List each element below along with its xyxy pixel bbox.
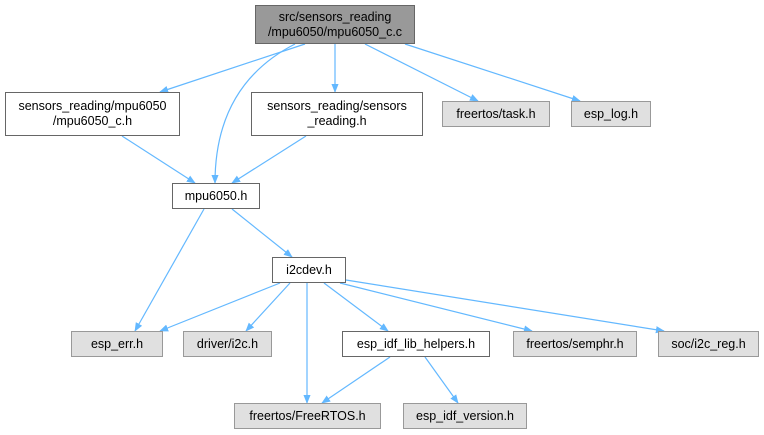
- edge-root-to-esp_log_h: [404, 43, 581, 102]
- node-esp-err-h[interactable]: esp_err.h: [71, 331, 163, 357]
- edge-esp_idf_lib_helpers_h-to-esp_idf_version_h: [424, 356, 459, 404]
- node-esp-idf-lib-helpers-h[interactable]: esp_idf_lib_helpers.h: [342, 331, 490, 357]
- edge-i2cdev_h-to-driver_i2c_h: [245, 282, 291, 332]
- edge-esp_idf_lib_helpers_h-to-freertos_freertos_h: [321, 356, 391, 404]
- node-freertos-semphr-h[interactable]: freertos/semphr.h: [513, 331, 637, 357]
- node-mpu6050-h[interactable]: mpu6050.h: [172, 183, 260, 209]
- edge-mpu6050_h-to-esp_err_h: [134, 208, 205, 332]
- edge-mpu6050_h-to-i2cdev_h: [231, 208, 293, 258]
- node-mpu6050-c-h[interactable]: sensors_reading/mpu6050 /mpu6050_c.h: [5, 92, 180, 136]
- node-freertos-freertos-h[interactable]: freertos/FreeRTOS.h: [234, 403, 381, 429]
- node-soc-i2c-reg-h[interactable]: soc/i2c_reg.h: [658, 331, 759, 357]
- edge-root-to-freertos_task_h: [364, 43, 479, 102]
- node-root-file[interactable]: src/sensors_reading /mpu6050/mpu6050_c.c: [255, 5, 415, 44]
- edge-i2cdev_h-to-esp_err_h: [159, 282, 281, 332]
- node-driver-i2c-h[interactable]: driver/i2c.h: [183, 331, 272, 357]
- edge-root-to-mpu6050_h: [211, 43, 296, 184]
- edge-sensors_reading_h-to-mpu6050_h: [231, 135, 307, 184]
- node-freertos-task-h[interactable]: freertos/task.h: [442, 101, 550, 127]
- edge-i2cdev_h-to-freertos_semphr_h: [339, 282, 533, 333]
- node-sensors-reading-h[interactable]: sensors_reading/sensors _reading.h: [251, 92, 423, 136]
- node-esp-log-h[interactable]: esp_log.h: [571, 101, 651, 127]
- node-i2cdev-h[interactable]: i2cdev.h: [272, 257, 346, 283]
- node-esp-idf-version-h[interactable]: esp_idf_version.h: [403, 403, 527, 429]
- edge-i2cdev_h-to-esp_idf_lib_helpers_h: [323, 282, 389, 332]
- edge-mpu6050_c_h-to-mpu6050_h: [121, 135, 196, 184]
- edge-i2cdev_h-to-soc_i2c_reg_h: [345, 279, 665, 334]
